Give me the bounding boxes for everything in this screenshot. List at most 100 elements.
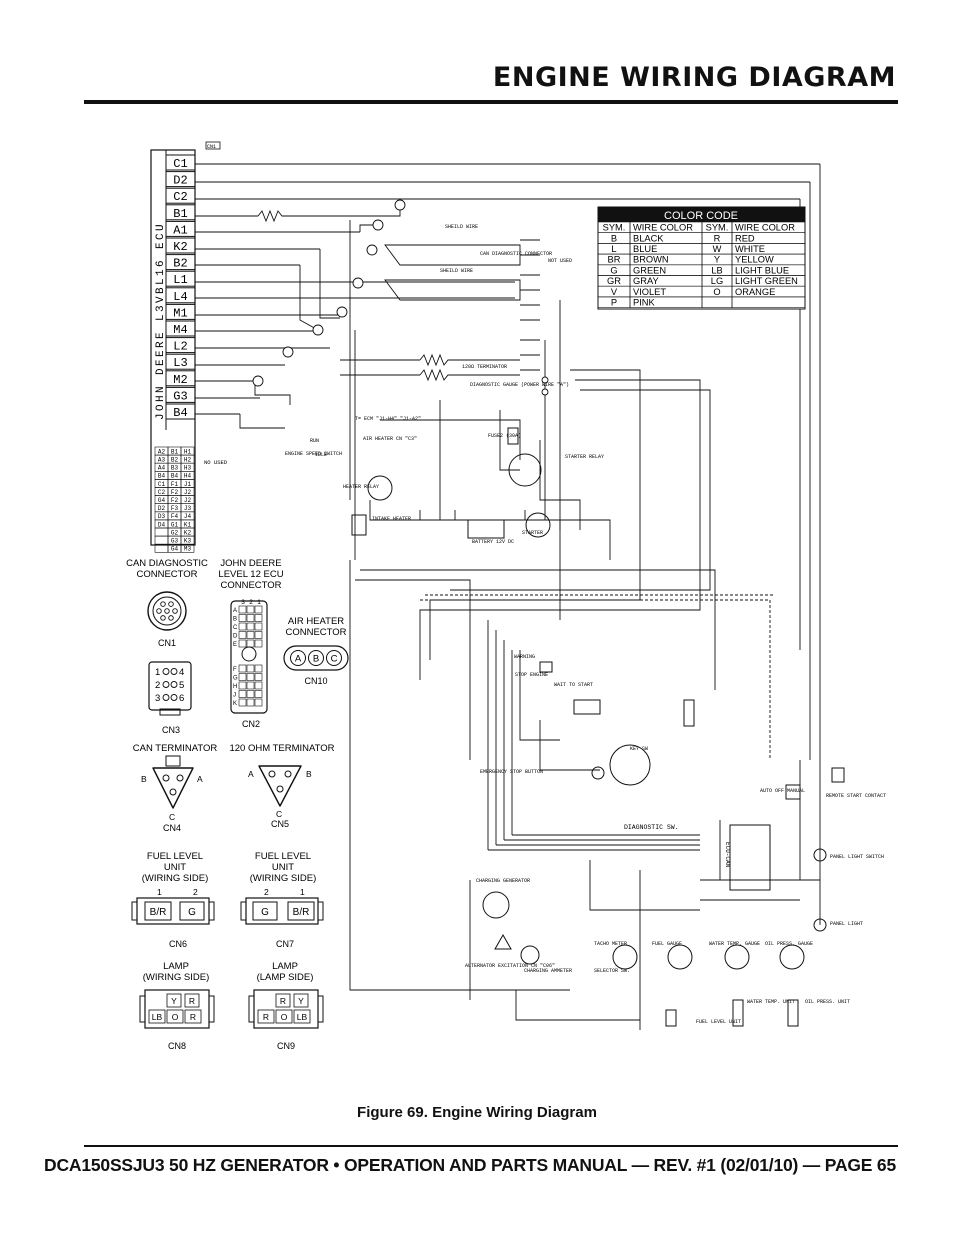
ecu-grid-cell: H1 [184,448,192,455]
figure-caption: Figure 69. Engine Wiring Diagram [357,1104,597,1121]
label-selector-sw: SELECTOR SW. [594,968,630,974]
connector-cn5: 120 OHM TERMINATOR A B C CN5 [229,743,334,829]
ecu-pin: B2 [173,257,187,271]
ecu-grid-cell: J2 [184,489,192,496]
ecu-grid-cell: B1 [171,448,179,455]
cn2-col-label: 1 [257,599,261,606]
ecu-pin: C2 [173,190,187,204]
cn3-pin-num: 2 [155,680,160,691]
cn9-title-2: (LAMP SIDE) [257,972,314,983]
ecu-grid-cell: F1 [171,481,179,488]
color-code-cell: W [713,244,722,254]
label-fuel-level-unit: FUEL LEVEL UNIT [696,1019,741,1025]
connector-cn4: CAN TERMINATOR B A C CN4 [133,743,218,833]
color-code-cell: LIGHT GREEN [735,276,798,286]
ecu-grid-cell: B2 [171,457,179,464]
ecu-grid-cell: D3 [158,513,166,520]
ecu-grid-cell: G4 [158,497,166,504]
cn2-row-label: F [233,667,237,673]
cn4-title: CAN TERMINATOR [133,743,218,754]
ecu-block: JOHN DEERE L3VBL16 ECU C1D2C2B1A1K2B2L1L… [150,149,228,553]
ecu-grid-cell: F3 [171,505,179,512]
ecu-grid-cell: A4 [158,465,166,472]
ecu-grid-cell: H2 [184,457,192,464]
cn7-title-1: FUEL LEVEL [255,851,311,862]
cn8-top-cell: Y [171,996,177,1006]
cn6-title-3: (WIRING SIDE) [142,873,209,884]
label-idle: IDLE [315,452,327,458]
color-code-header: SYM. [706,223,729,233]
label-key-switch: KEY SW [630,746,648,752]
ecu-grid-cell: G2 [171,529,179,536]
cn6-cell-2: G [188,907,196,918]
ecu-grid-cell: G4 [171,546,179,553]
cn6-title-2: UNIT [164,862,186,873]
cn8-title-2: (WIRING SIDE) [143,972,210,983]
color-code-cell: ORANGE [735,287,775,297]
label-stop-engine: STOP ENGINE [515,672,548,678]
cn2-row-label: E [233,642,237,648]
ecu-grid-cell: F4 [171,513,179,520]
connector-cn1: CAN DIAGNOSTIC CONNECTOR CN1 [126,558,208,648]
wiring-labels: CN1 SHEILD WIRE SHEILD WIRE CAN DIAGNOST… [205,141,886,1025]
cn9-top-cell: R [280,996,286,1006]
ecu-pin: B1 [173,207,187,221]
ecu-grid-cell: B3 [171,465,179,472]
label-water-temp-gauge: WATER TEMP. GAUGE [709,941,760,947]
ecu-pin: K2 [173,240,187,254]
ecu-grid-cell: B4 [158,473,166,480]
color-code-cell: B [611,233,617,243]
color-code-cell: LIGHT BLUE [735,265,789,275]
page-footer: DCA150SSJU3 50 HZ GENERATOR • OPERATION … [44,1155,896,1175]
ecu-grid-cell: F2 [171,497,179,504]
color-code-cell: Y [714,255,720,265]
cn1-label: CN1 [158,638,176,648]
cn2-title-2: LEVEL 12 ECU [218,569,283,580]
color-code-cell: LB [711,265,722,275]
label-engine-speed: ENGINE SPEED SWITCH [285,451,342,457]
color-code-cell: RED [735,233,755,243]
cn6-num-2: 2 [193,887,198,897]
ecu-grid-cell: A3 [158,457,166,464]
ecu-pin: C1 [173,157,187,171]
label-oil-press-gauge: OIL PRESS. GAUGE [765,941,813,947]
color-code-cell: GREEN [633,265,666,275]
ecu-pin: L2 [173,340,187,354]
color-code-cell: YELLOW [735,255,774,265]
label-diag-gauge: DIAGNOSTIC GAUGE (POWER WIRE "A") [470,382,569,388]
label-warning: WARNING [514,654,535,660]
color-code-header: WIRE COLOR [633,223,693,233]
tag-cn1: CN1 [207,144,216,150]
cn3-pin-num: 6 [179,693,184,704]
connector-cn6: FUEL LEVEL UNIT (WIRING SIDE) 1 2 B/R G … [131,851,215,949]
cn2-row-label: A [233,608,237,614]
cn2-row-label: H [233,684,237,690]
ecu-grid-cell: J2 [184,497,192,504]
ecu-grid-cell: K3 [184,538,192,545]
ecu-pin: M1 [173,306,187,320]
cn2-row-label: J [233,693,236,699]
cn3-pin-num: 5 [179,680,184,691]
color-code-cell: G [610,265,617,275]
label-not-used: NOT USED [548,258,572,264]
cn9-top-cell: Y [298,996,304,1006]
label-battery: BATTERY 12V DC [472,539,514,545]
cn10-pin: A [295,654,302,665]
ecu-grid-cell: G1 [171,521,179,528]
cn1-title-2: CONNECTOR [136,569,197,580]
cn2-col-label: 3 [241,599,245,606]
cn5-title: 120 OHM TERMINATOR [229,743,334,754]
cn8-title-1: LAMP [163,961,189,972]
cn1-title-1: CAN DIAGNOSTIC [126,558,208,569]
label-ecm: T= ECM "J1-H4" "J1-A2" [355,416,421,422]
label-shield-wire-1: SHEILD WIRE [445,224,478,230]
color-code-title: COLOR CODE [664,210,738,222]
cn3-pin-num: 4 [179,667,184,678]
cn2-row-label: C [233,625,238,631]
cn5-pin-a: A [248,769,254,779]
ecu-pin: G3 [173,389,187,403]
